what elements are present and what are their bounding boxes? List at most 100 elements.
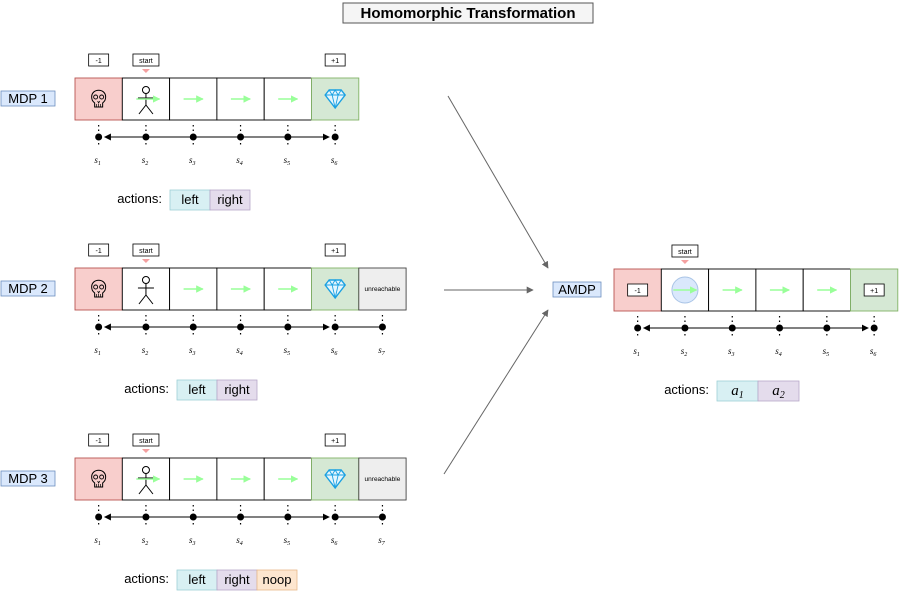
state-label: s4 bbox=[236, 345, 243, 357]
mdp-1: MDP 1 -1 start +1 s1 s2 s3 s4 s5 s6 actions: left ri… bbox=[0, 53, 360, 211]
grid-cell bbox=[613, 268, 662, 312]
diamond-icon bbox=[324, 279, 347, 300]
state-label: s3 bbox=[189, 345, 196, 357]
state-label: s1 bbox=[94, 155, 101, 167]
actions-label: actions: bbox=[124, 571, 169, 586]
reward-box bbox=[88, 243, 110, 257]
skull-icon bbox=[91, 279, 107, 298]
transform-arrow-mdp3 bbox=[443, 309, 549, 475]
action-label: left bbox=[181, 192, 199, 207]
state-label: s2 bbox=[142, 345, 149, 357]
state-label: s6 bbox=[331, 345, 338, 357]
state-label: s5 bbox=[284, 535, 291, 547]
amdp-label: AMDP bbox=[558, 282, 596, 297]
action-symbol: a2 bbox=[772, 383, 785, 401]
state-label: s4 bbox=[236, 155, 243, 167]
actions-label: actions: bbox=[124, 381, 169, 396]
unreachable-label: unreachable bbox=[365, 286, 401, 293]
state-label: s4 bbox=[775, 346, 782, 358]
state-label: s7 bbox=[378, 535, 386, 547]
reward-label: -1 bbox=[96, 248, 102, 255]
diagram-title: Homomorphic Transformation bbox=[360, 5, 575, 22]
start-label: start bbox=[139, 58, 153, 65]
action-label: noop bbox=[263, 572, 292, 587]
state-label: s1 bbox=[94, 345, 101, 357]
start-marker-icon bbox=[680, 260, 689, 264]
state-node bbox=[95, 513, 103, 521]
reward-label: +1 bbox=[870, 288, 878, 295]
reward-box bbox=[88, 433, 110, 447]
reward-label: +1 bbox=[331, 58, 339, 65]
grid-cell bbox=[74, 267, 123, 311]
state-label: s5 bbox=[284, 155, 291, 167]
action-box bbox=[209, 189, 251, 211]
start-tag bbox=[132, 433, 160, 447]
state-node bbox=[95, 323, 103, 331]
state-label: s3 bbox=[189, 155, 196, 167]
start-tag bbox=[671, 244, 699, 258]
state-label: s4 bbox=[236, 535, 243, 547]
reward-box bbox=[324, 243, 346, 257]
action-label: right bbox=[224, 572, 250, 587]
start-label: start bbox=[678, 249, 692, 256]
state-label: s2 bbox=[142, 535, 149, 547]
grid-cell bbox=[263, 267, 312, 311]
action-box bbox=[216, 379, 258, 401]
diamond-icon bbox=[324, 469, 347, 490]
grid-cell bbox=[358, 457, 407, 501]
reward-box bbox=[627, 283, 649, 297]
start-marker-icon bbox=[141, 259, 150, 263]
action-label: left bbox=[188, 382, 206, 397]
mdp-label: MDP 1 bbox=[8, 91, 48, 106]
start-label: start bbox=[139, 438, 153, 445]
grid-cell bbox=[755, 268, 804, 312]
reward-box bbox=[88, 53, 110, 67]
action-label: right bbox=[217, 192, 243, 207]
state-label: s7 bbox=[378, 345, 386, 357]
start-marker-icon bbox=[141, 449, 150, 453]
reward-label: +1 bbox=[331, 248, 339, 255]
reward-box bbox=[324, 53, 346, 67]
reward-label: -1 bbox=[96, 438, 102, 445]
mdp-label-box bbox=[0, 280, 56, 297]
reward-box bbox=[863, 283, 885, 297]
start-tag bbox=[132, 243, 160, 257]
action-box bbox=[256, 569, 298, 591]
mdp-2: MDP 2 -1 start +1 unreachable s1 s2 s3 s4 s5 s6 s7 a… bbox=[0, 243, 407, 401]
action-label: left bbox=[188, 572, 206, 587]
amdp-label-box bbox=[552, 281, 602, 298]
state-label: s1 bbox=[94, 535, 101, 547]
actions-label: actions: bbox=[117, 191, 162, 206]
reward-label: -1 bbox=[96, 58, 102, 65]
state-node bbox=[870, 324, 878, 332]
state-node bbox=[95, 133, 103, 141]
grid-cell bbox=[74, 77, 123, 121]
state-label: s2 bbox=[142, 155, 149, 167]
state-label: s6 bbox=[331, 535, 338, 547]
agent-stickman-icon bbox=[137, 86, 154, 115]
start-tag bbox=[132, 53, 160, 67]
grid-cell bbox=[358, 267, 407, 311]
state-label: s2 bbox=[681, 346, 688, 358]
state-label: s6 bbox=[331, 155, 338, 167]
transform-arrow-mdp1 bbox=[447, 95, 549, 269]
reward-box bbox=[324, 433, 346, 447]
state-label: s5 bbox=[823, 346, 830, 358]
unreachable-label: unreachable bbox=[365, 476, 401, 483]
agent-stickman-icon bbox=[137, 276, 154, 305]
grid-cell bbox=[74, 457, 123, 501]
state-label: s5 bbox=[284, 345, 291, 357]
start-label: start bbox=[139, 248, 153, 255]
reward-label: +1 bbox=[331, 438, 339, 445]
state-label: s1 bbox=[633, 346, 640, 358]
state-node bbox=[331, 133, 339, 141]
start-marker-icon bbox=[141, 69, 150, 73]
action-box bbox=[757, 380, 800, 402]
action-label: right bbox=[224, 382, 250, 397]
mdp-label-box bbox=[0, 90, 56, 107]
actions-label: actions: bbox=[664, 382, 709, 397]
mdp-label: MDP 2 bbox=[8, 281, 48, 296]
